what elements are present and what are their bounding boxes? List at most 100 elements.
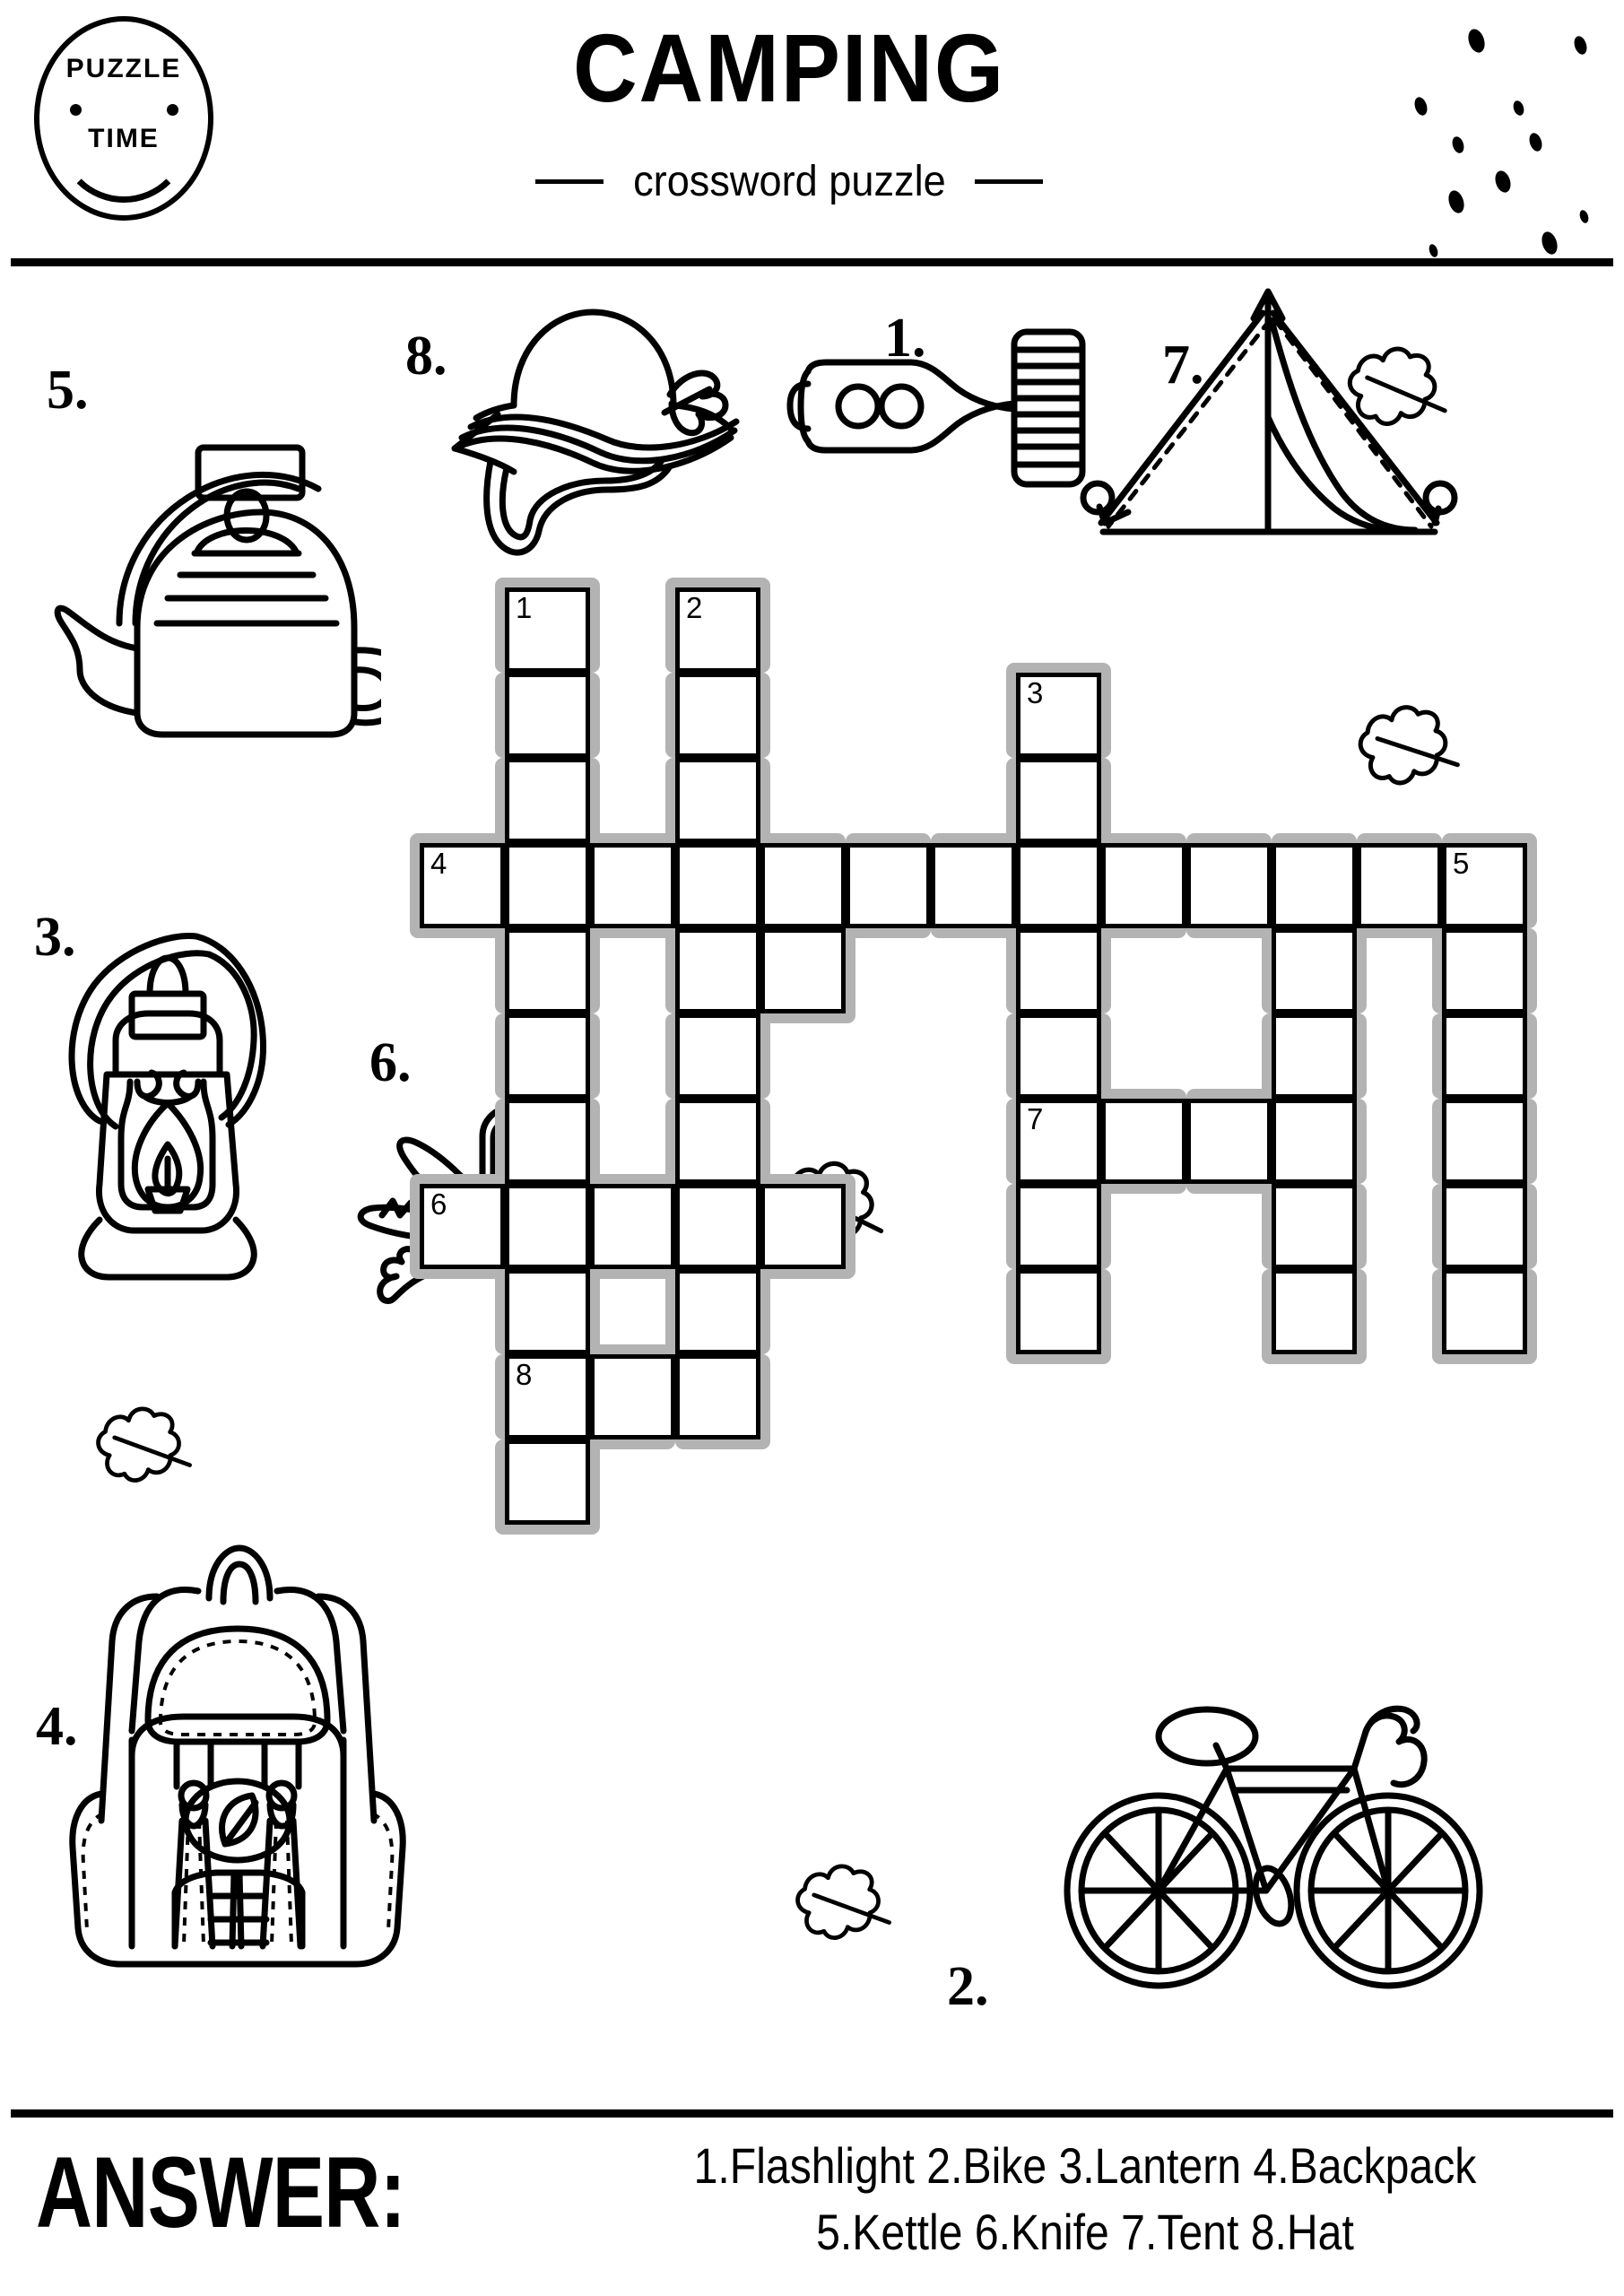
grid-cell-number: 2 [686, 591, 703, 624]
grid-cell[interactable] [1442, 1099, 1527, 1184]
grid-cell[interactable] [505, 1184, 590, 1269]
grid-cell[interactable] [675, 843, 760, 928]
grid-cell[interactable] [675, 1099, 760, 1184]
logo-line-2: TIME [88, 124, 160, 153]
grid-cell[interactable] [931, 843, 1016, 928]
grid-cell[interactable] [1016, 1269, 1101, 1354]
logo-oval-outline [34, 16, 213, 221]
grid-cell[interactable] [1442, 1269, 1527, 1354]
grid-cell-number: 6 [430, 1187, 447, 1221]
answer-key: 1.Flashlight 2.Bike 3.Lantern 4.Backpack… [574, 2133, 1596, 2266]
clue-number-3: 3. [34, 907, 76, 968]
grid-cell[interactable] [1186, 1099, 1272, 1184]
grid-cell[interactable] [675, 1354, 760, 1439]
grid-cell[interactable] [675, 928, 760, 1013]
grid-cell-number: 4 [430, 847, 447, 880]
grid-cell[interactable] [505, 1439, 590, 1525]
answer-line-2: 5.Kettle 6.Knife 7.Tent 8.Hat [816, 2204, 1354, 2260]
grid-cell[interactable] [760, 843, 846, 928]
grid-cell-start-7[interactable]: 7 [1016, 1099, 1101, 1184]
grid-cell[interactable] [1016, 843, 1101, 928]
grid-cell[interactable] [505, 1269, 590, 1354]
clue-number-7: 7. [1162, 335, 1204, 396]
grid-cell-start-6[interactable]: 6 [420, 1184, 505, 1269]
leaf-decoration-icon [781, 1847, 897, 1957]
sun-hat-illustration [444, 296, 767, 583]
grid-cell[interactable] [590, 1184, 675, 1269]
grid-cell[interactable] [1272, 1013, 1357, 1099]
flashlight-illustration [776, 314, 1107, 502]
lantern-illustration [49, 915, 300, 1292]
clue-number-2: 2. [947, 1956, 989, 2017]
grid-cell[interactable] [760, 928, 846, 1013]
grid-cell[interactable] [505, 1013, 590, 1099]
grid-cell[interactable] [505, 1099, 590, 1184]
grid-cell-number: 3 [1027, 676, 1044, 709]
page-subtitle: crossword puzzle [632, 158, 946, 205]
bicycle-illustration [1058, 1704, 1489, 1991]
footer-divider [11, 2109, 1613, 2118]
answer-line-1: 1.Flashlight 2.Bike 3.Lantern 4.Backpack [693, 2137, 1477, 2194]
leaf-decoration-icon [82, 1389, 197, 1500]
grid-cell-start-4[interactable]: 4 [420, 843, 505, 928]
grid-cell-start-1[interactable]: 1 [505, 587, 590, 673]
grid-cell[interactable] [505, 673, 590, 758]
clue-number-4: 4. [36, 1696, 78, 1757]
grid-cell-start-3[interactable]: 3 [1016, 673, 1101, 758]
grid-cell[interactable] [590, 1354, 675, 1439]
grid-cell[interactable] [1016, 928, 1101, 1013]
grid-cell[interactable] [675, 1184, 760, 1269]
kettle-illustration [49, 354, 417, 758]
grid-cell-number: 1 [516, 591, 533, 624]
grid-cell[interactable] [1357, 843, 1442, 928]
clue-number-1: 1. [884, 308, 926, 369]
answer-label: ANSWER: [36, 2136, 406, 2248]
logo-eye-left-icon [70, 104, 82, 116]
page-title: CAMPING [572, 13, 1006, 122]
clue-number-8: 8. [405, 326, 447, 387]
page-subtitle-row: crossword puzzle [296, 157, 1282, 206]
grid-cell[interactable] [1101, 1099, 1186, 1184]
grid-cell[interactable] [1442, 928, 1527, 1013]
grid-cell[interactable] [1272, 843, 1357, 928]
grid-cell[interactable] [1186, 843, 1272, 928]
subtitle-dash-left [534, 179, 604, 184]
grid-cell[interactable] [1272, 928, 1357, 1013]
grid-cell[interactable] [1442, 1184, 1527, 1269]
puzzle-time-logo: PUZZLE TIME [34, 16, 213, 221]
grid-cell[interactable] [675, 1269, 760, 1354]
grid-cell[interactable] [505, 758, 590, 843]
grid-cell[interactable] [1101, 843, 1186, 928]
clue-number-6: 6. [369, 1032, 412, 1093]
grid-cell[interactable] [590, 843, 675, 928]
grid-cell-number: 5 [1453, 847, 1470, 880]
grid-cell[interactable] [1016, 1013, 1101, 1099]
leaf-decoration-icon [1342, 685, 1465, 804]
grid-cell[interactable] [1016, 758, 1101, 843]
grid-cell-start-8[interactable]: 8 [505, 1354, 590, 1439]
grid-cell[interactable] [505, 843, 590, 928]
clue-number-5: 5. [47, 360, 89, 421]
leaf-decoration-icon [1333, 329, 1452, 441]
grid-cell-number: 8 [516, 1358, 533, 1391]
grid-cell[interactable] [675, 758, 760, 843]
grid-cell[interactable] [1272, 1184, 1357, 1269]
logo-line-1: PUZZLE [65, 54, 182, 83]
logo-eye-right-icon [167, 104, 178, 116]
grid-cell[interactable] [675, 673, 760, 758]
grid-cell-start-5[interactable]: 5 [1442, 843, 1527, 928]
grid-cell-start-2[interactable]: 2 [675, 587, 760, 673]
grid-cell[interactable] [846, 843, 931, 928]
logo-smile [57, 124, 190, 203]
backpack-illustration [49, 1525, 426, 1973]
subtitle-dash-right [975, 179, 1044, 184]
grid-cell[interactable] [675, 1013, 760, 1099]
grid-cell[interactable] [505, 928, 590, 1013]
grid-cell[interactable] [1272, 1099, 1357, 1184]
grid-cell-number: 7 [1027, 1102, 1044, 1135]
grid-cell[interactable] [1442, 1013, 1527, 1099]
grid-cell[interactable] [1016, 1184, 1101, 1269]
grid-cell[interactable] [760, 1184, 846, 1269]
grid-cell[interactable] [1272, 1269, 1357, 1354]
